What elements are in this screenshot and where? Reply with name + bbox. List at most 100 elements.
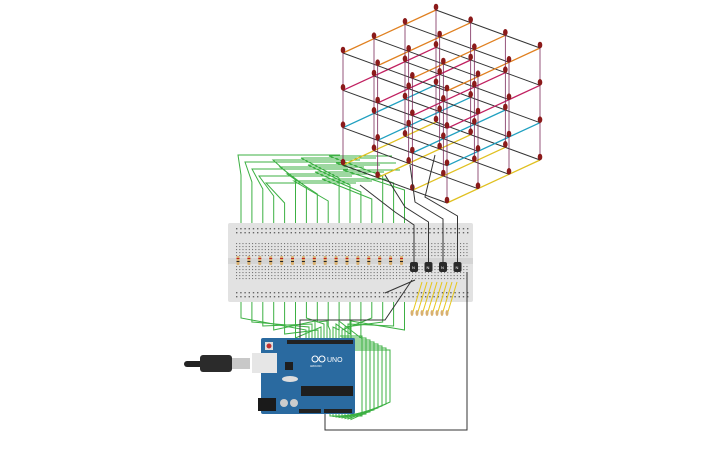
hole <box>453 255 455 257</box>
hole <box>348 249 350 251</box>
hole <box>433 228 435 230</box>
hole <box>434 266 436 268</box>
hole <box>322 255 324 257</box>
hole <box>404 296 406 298</box>
hole <box>325 252 327 254</box>
hole <box>402 252 404 254</box>
hole <box>437 252 439 254</box>
hole <box>364 243 366 245</box>
hole <box>303 246 305 248</box>
hole <box>440 243 442 245</box>
hole <box>429 292 431 294</box>
wire <box>329 335 363 417</box>
hole <box>328 296 330 298</box>
capacitor <box>280 399 288 407</box>
hole <box>328 255 330 257</box>
hole <box>348 272 350 274</box>
arduino-board[interactable]: UNO ARDUINO <box>252 338 355 414</box>
resistor-band <box>301 261 305 262</box>
led <box>503 141 508 148</box>
hole <box>383 228 385 230</box>
hole <box>242 278 244 280</box>
led <box>371 32 377 39</box>
hole <box>236 246 238 248</box>
hole <box>376 266 378 268</box>
hole <box>367 269 369 271</box>
hole <box>252 228 255 230</box>
hole <box>360 269 362 271</box>
resistor <box>367 256 371 265</box>
wire <box>384 174 429 262</box>
hole <box>450 266 452 268</box>
led <box>537 79 543 86</box>
hole <box>354 249 356 251</box>
hole <box>280 249 282 251</box>
hole <box>278 232 280 234</box>
hole <box>421 249 423 251</box>
atmega-chip <box>301 386 353 396</box>
resistor-band <box>258 258 262 259</box>
hole <box>351 246 353 248</box>
hole <box>268 275 270 277</box>
hole <box>239 255 241 257</box>
led <box>468 16 473 23</box>
hole <box>309 275 311 277</box>
hole <box>248 249 250 251</box>
hole <box>299 232 301 234</box>
hole <box>290 278 292 280</box>
wire <box>332 337 367 418</box>
hole <box>383 269 385 271</box>
hole <box>255 266 257 268</box>
hole <box>258 246 260 248</box>
hole <box>440 275 442 277</box>
hole <box>383 266 385 268</box>
hole <box>396 249 398 251</box>
hole <box>456 272 458 274</box>
hole <box>447 269 449 271</box>
hole <box>434 269 436 271</box>
hole <box>299 292 301 294</box>
hole <box>360 252 362 254</box>
hole <box>248 246 250 248</box>
hole <box>351 272 353 274</box>
hole <box>348 252 350 254</box>
hole <box>261 296 263 298</box>
hole <box>462 228 465 230</box>
hole <box>351 252 353 254</box>
hole <box>456 275 458 277</box>
hole <box>366 296 368 298</box>
hole <box>467 296 469 298</box>
hole <box>370 278 372 280</box>
hole <box>261 275 263 277</box>
hole <box>286 296 288 298</box>
hole <box>458 296 460 298</box>
wire <box>324 272 468 431</box>
hole <box>239 275 241 277</box>
led <box>537 41 543 49</box>
hole <box>309 269 311 271</box>
hole <box>402 278 404 280</box>
hole <box>319 275 321 277</box>
hole <box>380 266 382 268</box>
hole <box>280 275 282 277</box>
hole <box>268 269 270 271</box>
led <box>340 46 346 54</box>
hole <box>447 278 449 280</box>
hole <box>293 278 295 280</box>
hole <box>245 249 247 251</box>
hole <box>380 246 382 248</box>
hole <box>312 275 314 277</box>
hole <box>236 228 238 230</box>
hole <box>332 243 334 245</box>
hole <box>421 272 423 274</box>
hole <box>296 246 298 248</box>
hole <box>306 278 308 280</box>
hole <box>252 292 255 294</box>
hole <box>245 252 247 254</box>
hole <box>360 246 362 248</box>
hole <box>242 246 244 248</box>
led <box>472 80 477 88</box>
hole <box>255 278 257 280</box>
hole <box>348 243 350 245</box>
